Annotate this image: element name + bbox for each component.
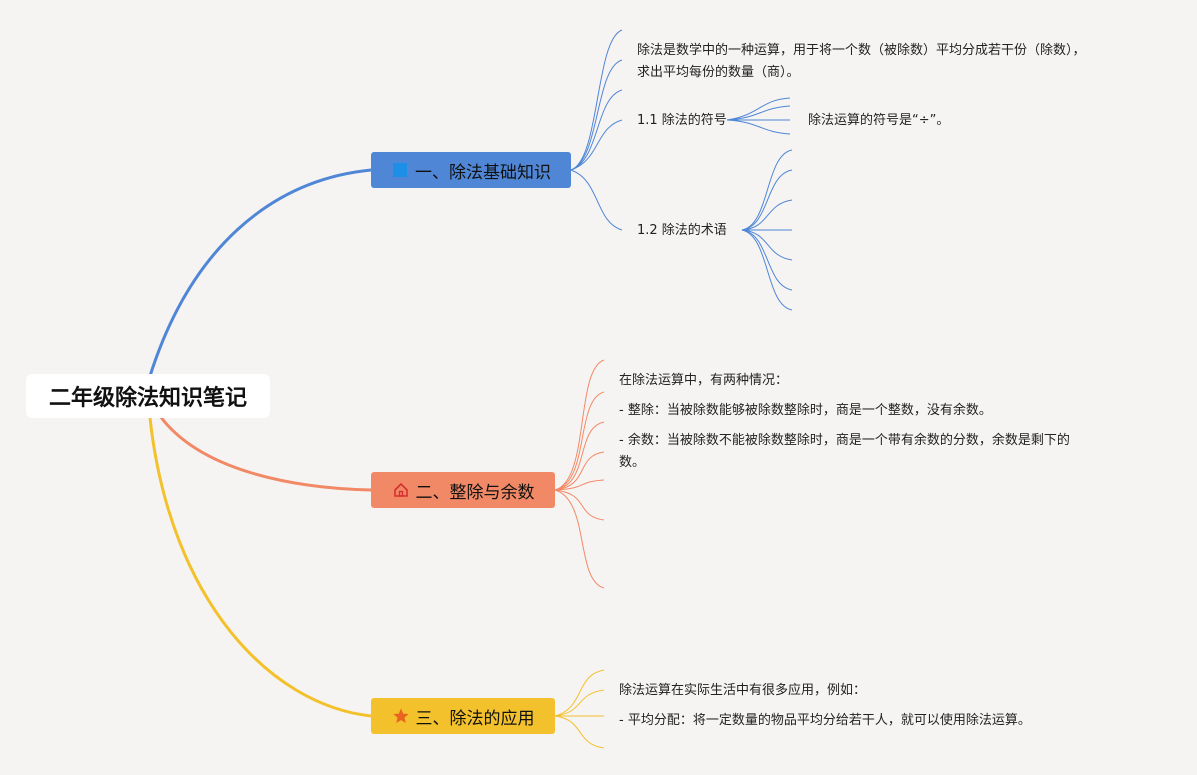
branch-1-fan [570,29,793,311]
leaf-line: 除法是数学中的一种运算，用于将一个数（被除数）平均分成若干份（除数）， [637,43,1086,58]
connector-root-branch-2 [158,415,372,492]
branch-2-fan [554,359,605,589]
leaf-definition[interactable]: 除法是数学中的一种运算，用于将一个数（被除数）平均分成若干份（除数）， 求出平均… [637,40,1086,84]
leaf-two-cases[interactable]: 在除法运算中，有两种情况： [619,373,789,388]
square-icon [391,161,409,179]
leaf-line: 求出平均每份的数量（商）。 [637,65,800,80]
branch-3-fan [554,669,605,749]
subtopic-terms[interactable]: 1.2 除法的术语 [637,223,727,238]
root-topic[interactable]: 二年级除法知识笔记 [26,374,270,418]
leaf-line: - 余数：当被除数不能被除数整除时，商是一个带有余数的分数，余数是剩下的 [619,433,1070,448]
connector-root-branch-1 [148,168,372,377]
branch-topic-remainder[interactable]: 二、整除与余数 [371,472,555,508]
leaf-fair-share[interactable]: - 平均分配：将一定数量的物品平均分给若干人，就可以使用除法运算。 [619,713,1031,728]
leaf-exact-division[interactable]: - 整除：当被除数能够被除数整除时，商是一个整数，没有余数。 [619,403,992,418]
branch-label: 三、除法的应用 [415,708,535,729]
star-icon [392,707,410,725]
leaf-line: 数。 [619,455,646,470]
leaf-remainder[interactable]: - 余数：当被除数不能被除数整除时，商是一个带有余数的分数，余数是剩下的 数。 [619,430,1070,474]
branch-topic-application[interactable]: 三、除法的应用 [371,698,555,734]
branch-label: 二、整除与余数 [415,482,535,503]
subtopic-symbol[interactable]: 1.1 除法的符号 [637,113,727,128]
connector-root-branch-3 [148,417,372,718]
leaf-application-intro[interactable]: 除法运算在实际生活中有很多应用，例如： [619,683,867,698]
branch-label: 一、除法基础知识 [415,162,551,183]
home-icon [392,481,410,499]
branch-topic-basics[interactable]: 一、除法基础知识 [371,152,571,188]
leaf-symbol-detail[interactable]: 除法运算的符号是“÷”。 [808,113,950,128]
